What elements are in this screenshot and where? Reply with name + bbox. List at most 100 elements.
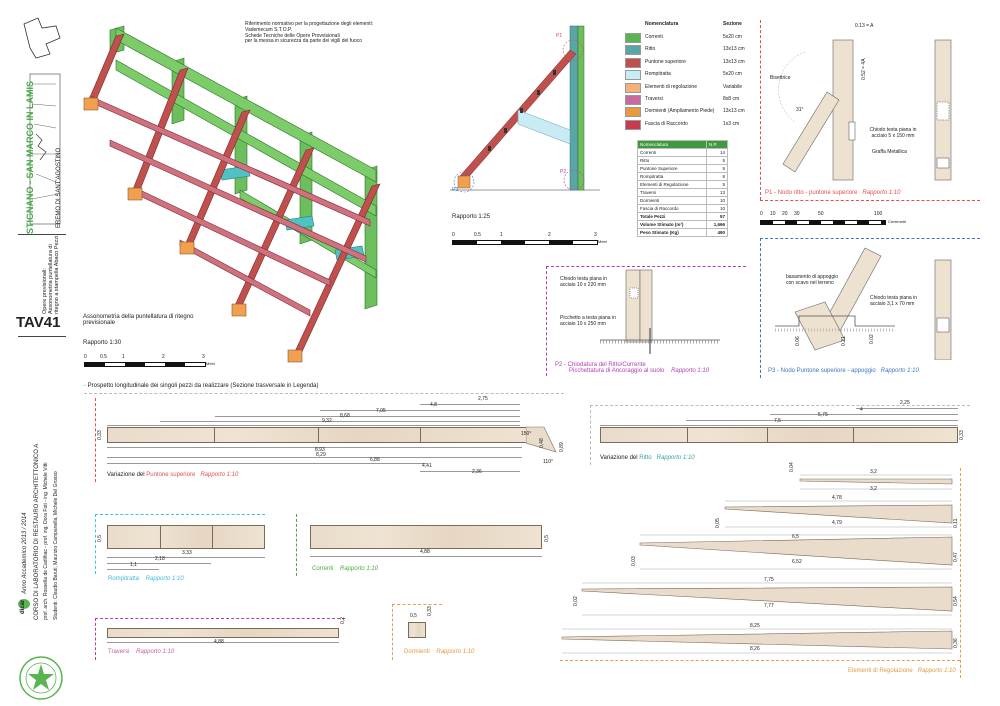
p3-d3: 0.02 [869,334,875,344]
ritto-label-pre: Variazione del [600,455,640,461]
p3-title-text: P3 - Nodo Puntone superiore - appoggio [768,368,876,374]
pieces-count: 57 [706,212,728,221]
rompitratta-sep [212,526,213,548]
ritto-dim-line [856,408,958,409]
pieces-table-header: Nomenclatura N.P. [637,140,728,149]
traversi-height: 0,2 [340,617,346,624]
prospetto-title-text: Prospetto longitudinale dei singoli pezz… [87,383,319,389]
legend-row: Dormienti (Ampliamento Piede)13x13 cm [625,106,745,118]
section-tick-4: 3 [594,232,597,238]
p1-tick-3: 30 [794,211,800,217]
legend-header: Nomenclatura Sezione [625,21,745,32]
legend-section: 13x13 cm [723,46,745,53]
pieces-name: Peso Stimato (Kg) [637,228,707,237]
axon-unit: Metri [206,361,215,366]
reference-line: Vademecum S.T.O.P. [245,26,293,33]
traversi-length: 4,88 [214,639,224,645]
puntone-angle4: 110° [543,459,553,465]
rompitratta-frame [95,514,96,574]
section-tick-3: 2 [548,232,551,238]
university-seal [19,656,63,700]
puntone-dim-line [160,421,520,422]
reference-notes: Riferimento normativo per la progettazio… [245,21,373,45]
p1-dim-side: 0.52 = 4A [861,58,867,80]
correnti-length: 4,88 [420,549,430,555]
axon-scalebar [84,362,206,367]
p1-detail-frame-bottom [760,200,980,201]
p3-note2: Chiodo testa piana in acciaio 3,1 x 70 m… [870,295,917,307]
logo-text: dicar [20,599,26,614]
section-scale: Rapporto 1:25 [452,214,491,220]
ritto-scale: Rapporto 1:10 [656,455,695,461]
legend-row: Puntone superiore 13x13 cm [625,57,745,69]
section-unit: Metri [598,239,607,244]
p2-subtitle: Picchettatura di Ancoraggio al suolo [569,368,665,374]
p3-d2: 0.21 [841,336,847,346]
ritto-sep [853,428,854,442]
correnti-label-text: Correnti [312,566,334,572]
correnti-scale: Rapporto 1:10 [340,566,379,572]
section-p2-label: P2 [560,169,567,175]
p2-scale: Rapporto 1:10 [671,368,710,374]
course-text: CORSO DI LABORATORIO DI RESTAURO ARCHITE… [34,443,40,620]
p1-tick-4: 50 [818,211,824,217]
pieces-count: 1,666 [706,220,728,229]
puntone-angle1: 150° [521,431,532,437]
p3-detail-frame-top [760,238,980,239]
puntone-dim-top: 4,8 [430,402,437,408]
puntone-dim-top: 7,05 [376,408,386,414]
puntone-dim-bottom: 8,93 [315,447,325,453]
traversi-label: Traversi Rapporto 1:10 [108,649,174,655]
key-plan-drawing [23,17,61,225]
section-drawing [450,25,600,193]
puntone-dim-line [420,471,520,472]
puntone-dim-top: 9,32 [322,418,332,424]
pieces-name: Elementi di Regolazione [637,180,707,189]
puntone-dim-top: 2,75 [478,396,488,402]
p1-tick-5: 100 [874,211,883,217]
pieces-count: 10 [706,196,728,205]
p1-scalebar [760,220,886,225]
wedge2-bot: 4,79 [832,520,842,526]
legend-row: Fascia di Raccordo 1x3 cm [625,119,745,131]
p2-drawing [600,269,720,354]
legend-section: 13x13 cm [723,108,745,115]
ritto-dim-line [686,420,958,421]
wedge4-hl: 0,02 [573,596,579,606]
p1-note2: Graffa Metallica [872,149,907,155]
wedge5-bot: 8,26 [750,646,760,652]
puntone-label: Variazione del Puntone superiore Rapport… [107,472,238,478]
regolazione-wedges [561,474,953,654]
p2-title: P2 - Chiodatura del Ritto/Corrente Picch… [555,362,709,374]
p3-drawing [775,247,952,360]
puntone-end [526,426,557,453]
wedge1-top: 3,2 [870,469,877,475]
puntone-sep [214,428,215,442]
traversi-dim-line [107,642,339,643]
legend-name: Puntone superiore [645,58,686,65]
pieces-count: 490 [706,228,728,237]
axonometry-drawing [83,25,381,363]
ritto-frame [590,405,970,406]
legend-section: 13x13 cm [723,58,745,65]
regolazione-label-text: Elementi di Regolazione [848,668,913,674]
ritto-sep [687,428,688,442]
section-p3-label: P3 [452,187,459,193]
legend-name: Fascia di Raccordo [645,120,688,127]
traversi-scale: Rapporto 1:10 [136,649,175,655]
rompitratta-height: 0,5 [97,535,103,542]
legend-section: 1x3 cm [723,120,740,127]
ritto-label-name: Ritto [639,455,652,461]
p3-detail-frame [760,238,761,378]
wedge4-top: 7,75 [764,577,774,583]
pieces-count: 5 [706,180,728,189]
site-title: EREMO DI SANT'AGOSTINO [56,147,62,228]
dormienti-height: 0,33 [427,606,433,616]
